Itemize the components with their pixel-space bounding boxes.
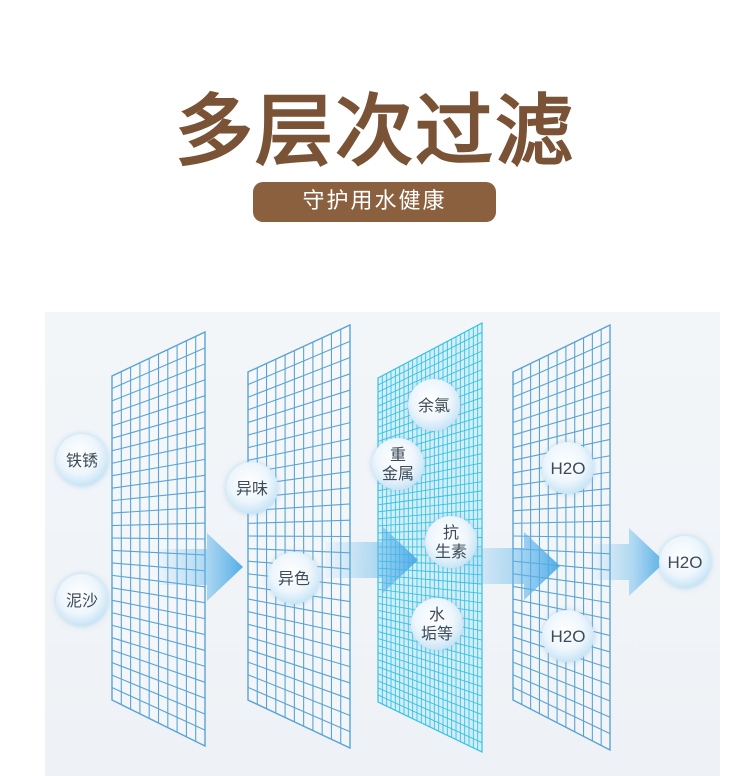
water-molecule-bubble: H2O — [542, 610, 594, 662]
impurity-bubble: 铁锈 — [56, 434, 108, 486]
grid-line-horizontal — [377, 666, 483, 706]
grid-line-horizontal — [247, 598, 351, 619]
flow-arrow-icon — [593, 528, 665, 596]
grid-line-horizontal — [247, 535, 351, 538]
grid-line-horizontal — [247, 422, 351, 449]
impurity-bubble: 异色 — [268, 552, 320, 604]
grid-line-horizontal — [377, 687, 483, 734]
grid-line-horizontal — [247, 649, 351, 684]
grid-line-horizontal — [247, 519, 351, 524]
grid-line-horizontal — [247, 389, 351, 423]
grid-line-horizontal — [512, 649, 611, 686]
grid-line-horizontal — [377, 588, 483, 604]
grid-line-horizontal — [247, 373, 351, 411]
grid-line-horizontal — [377, 350, 483, 400]
impurity-bubble: 重 金属 — [372, 438, 424, 490]
output-water-bubble: H2O — [659, 536, 711, 588]
grid-line-horizontal — [111, 662, 206, 699]
grid-line-horizontal — [512, 422, 611, 449]
subtitle-badge: 守护用水健康 — [253, 182, 496, 222]
grid-line-horizontal — [247, 405, 351, 436]
grid-line-horizontal — [111, 537, 206, 540]
filter-grid-2 — [247, 323, 351, 750]
grid-line-horizontal — [111, 458, 206, 477]
grid-line-horizontal — [111, 687, 206, 731]
grid-line-horizontal — [377, 638, 483, 669]
grid-line-horizontal — [111, 649, 206, 683]
grid-line-horizontal — [111, 363, 206, 402]
grid-line-horizontal — [247, 674, 351, 716]
grid-line-horizontal — [111, 427, 206, 452]
grid-line-horizontal — [111, 674, 206, 715]
grid-line-horizontal — [512, 373, 611, 411]
grid-line-horizontal — [111, 442, 206, 464]
grid-line-horizontal — [247, 623, 351, 651]
grid-line-horizontal — [377, 481, 483, 499]
grid-line-horizontal — [111, 411, 206, 439]
grid-line-horizontal — [377, 680, 483, 725]
flow-arrow-icon — [158, 533, 243, 601]
grid-line-horizontal — [111, 347, 206, 389]
grid-line-horizontal — [377, 645, 483, 678]
grid-line-horizontal — [512, 389, 611, 423]
page-title: 多层次过滤 — [174, 87, 575, 177]
grid-line-horizontal — [111, 490, 206, 502]
grid-line-horizontal — [247, 686, 351, 733]
grid-line-horizontal — [247, 340, 351, 386]
grid-line-horizontal — [111, 637, 206, 667]
grid-line-horizontal — [377, 581, 483, 594]
flow-arrow-icon — [325, 526, 418, 594]
grid-line-horizontal — [247, 636, 351, 668]
flow-arrow-icon — [458, 532, 560, 600]
grid-line-horizontal — [247, 357, 351, 398]
grid-line-horizontal — [512, 340, 611, 386]
grid-line-horizontal — [247, 611, 351, 635]
grid-line-horizontal — [111, 587, 206, 604]
grid-line-horizontal — [512, 504, 611, 512]
grid-line-horizontal — [111, 624, 206, 651]
impurity-bubble: 抗 生素 — [425, 516, 477, 568]
water-molecule-bubble: H2O — [542, 442, 594, 494]
grid-line-horizontal — [512, 535, 611, 539]
grid-line-horizontal — [247, 661, 351, 700]
grid-line-horizontal — [512, 357, 611, 398]
grid-line-horizontal — [111, 474, 206, 489]
grid-line-horizontal — [377, 509, 483, 520]
grid-line-horizontal — [111, 379, 206, 414]
grid-line-horizontal — [247, 438, 351, 461]
impurity-bubble: 余氯 — [408, 379, 460, 431]
impurity-bubble: 水 垢等 — [411, 598, 463, 650]
grid-line-horizontal — [512, 674, 611, 718]
grid-line-horizontal — [512, 520, 611, 524]
grid-line-horizontal — [377, 490, 483, 506]
grid-line-horizontal — [512, 661, 611, 702]
grid-line-horizontal — [512, 598, 611, 620]
grid-line-horizontal — [111, 599, 206, 620]
grid-line-horizontal — [111, 522, 206, 527]
grid-line-horizontal — [377, 694, 483, 744]
impurity-bubble: 泥沙 — [56, 574, 108, 626]
grid-line-horizontal — [377, 652, 483, 688]
grid-line-horizontal — [377, 659, 483, 697]
filter-grid-1 — [111, 330, 206, 748]
impurity-bubble: 异味 — [226, 462, 278, 514]
grid-line-horizontal — [377, 331, 483, 386]
grid-line-horizontal — [512, 406, 611, 436]
grid-line-horizontal — [111, 506, 206, 514]
grid-line-horizontal — [377, 341, 483, 393]
grid-line-horizontal — [111, 395, 206, 427]
grid-line-horizontal — [512, 686, 611, 735]
grid-line-horizontal — [377, 499, 483, 513]
grid-line-horizontal — [377, 673, 483, 716]
grid-line-horizontal — [111, 612, 206, 636]
